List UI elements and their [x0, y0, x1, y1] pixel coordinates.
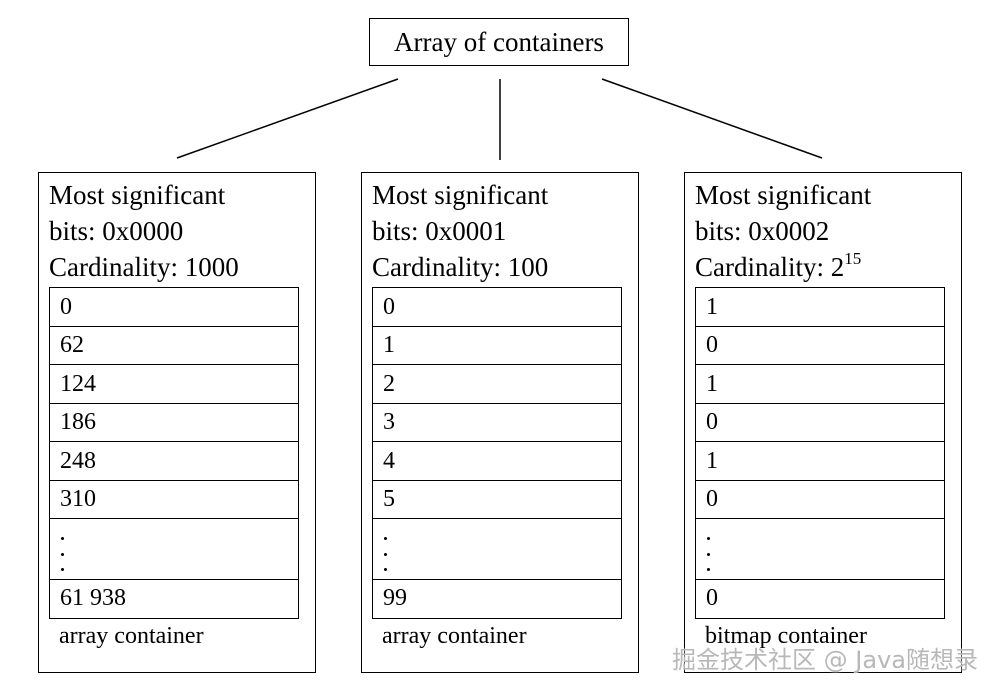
bit-cell: 1	[695, 287, 945, 327]
container-header: Most significant bits: 0x0002 Cardinalit…	[695, 177, 871, 285]
connector-left	[176, 78, 399, 159]
last-bit-cell: 0	[695, 578, 945, 619]
value-cells: 1 0 1 0 1 0 0	[695, 287, 945, 619]
value-cells: 0 1 2 3 4 5 99	[372, 287, 622, 619]
value-cell: 248	[49, 441, 299, 481]
value-cell: 124	[49, 364, 299, 404]
container-header: Most significant bits: 0x0000 Cardinalit…	[49, 177, 239, 285]
value-cell: 0	[49, 287, 299, 327]
header-line-2: bits: 0x0001	[372, 216, 507, 246]
ellipsis-cell	[49, 518, 299, 580]
container-type-label: bitmap container	[705, 623, 867, 649]
cardinality-base: Cardinality: 2	[695, 252, 845, 282]
header-line-2: bits: 0x0002	[695, 216, 830, 246]
bit-cell: 1	[695, 441, 945, 481]
header-cardinality: Cardinality: 100	[372, 252, 549, 282]
container-0x0000: Most significant bits: 0x0000 Cardinalit…	[38, 172, 316, 673]
bit-cell: 0	[695, 402, 945, 443]
value-cells: 0 62 124 186 248 310 61 938	[49, 287, 299, 619]
header-cardinality: Cardinality: 1000	[49, 252, 239, 282]
header-line-1: Most significant	[49, 180, 226, 210]
header-line-1: Most significant	[695, 180, 872, 210]
value-cell: 3	[372, 402, 622, 443]
vertical-ellipsis-icon	[61, 537, 64, 571]
bit-cell: 1	[695, 364, 945, 404]
value-cell: 62	[49, 325, 299, 366]
bit-cell: 0	[695, 325, 945, 366]
vertical-ellipsis-icon	[384, 537, 387, 571]
ellipsis-cell	[372, 518, 622, 580]
value-cell: 1	[372, 325, 622, 366]
bit-cell: 0	[695, 479, 945, 520]
cardinality-exponent: 15	[844, 249, 862, 268]
container-0x0002: Most significant bits: 0x0002 Cardinalit…	[684, 172, 962, 673]
watermark: 掘金技术社区 @ Java随想录	[672, 646, 978, 674]
root-array-box: Array of containers	[369, 18, 629, 66]
value-cell: 186	[49, 402, 299, 443]
value-cell: 5	[372, 479, 622, 520]
container-type-label: array container	[59, 623, 204, 649]
connector-right	[601, 78, 823, 159]
header-line-1: Most significant	[372, 180, 549, 210]
root-label: Array of containers	[394, 26, 604, 57]
vertical-ellipsis-icon	[707, 537, 710, 571]
value-cell: 4	[372, 441, 622, 481]
value-cell: 310	[49, 479, 299, 520]
last-value-cell: 99	[372, 578, 622, 619]
value-cell: 2	[372, 364, 622, 404]
ellipsis-cell	[695, 518, 945, 580]
header-line-2: bits: 0x0000	[49, 216, 184, 246]
container-type-label: array container	[382, 623, 527, 649]
value-cell: 0	[372, 287, 622, 327]
last-value-cell: 61 938	[49, 578, 299, 619]
header-cardinality: Cardinality: 215	[695, 249, 871, 285]
container-0x0001: Most significant bits: 0x0001 Cardinalit…	[361, 172, 639, 673]
container-header: Most significant bits: 0x0001 Cardinalit…	[372, 177, 548, 285]
